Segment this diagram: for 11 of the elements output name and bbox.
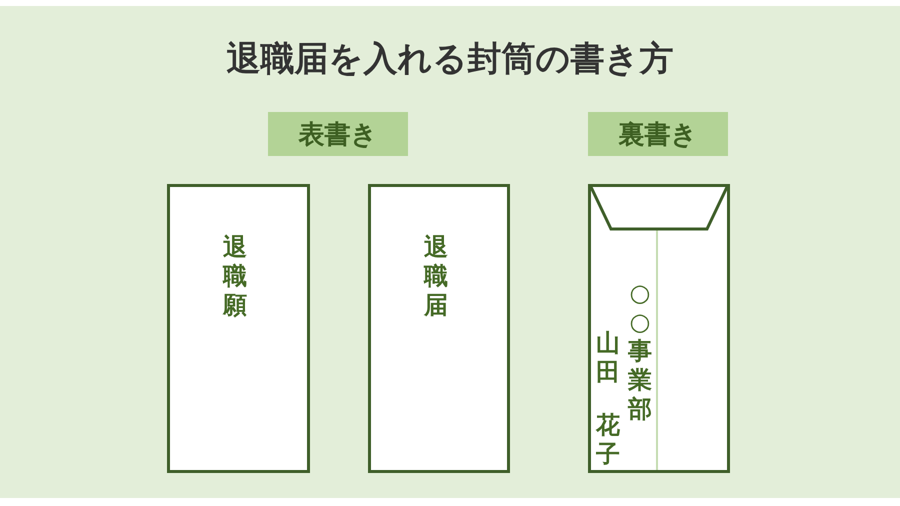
section-label: 表書き: [268, 112, 408, 156]
title: 退職届を入れる封筒の書き方: [226, 38, 674, 81]
section-label: 裏書き: [588, 112, 728, 156]
envelope-heading: 退職願: [222, 233, 248, 320]
department-name: ○○事業部: [627, 279, 653, 424]
envelope-front: [368, 184, 510, 473]
sender-surname: 山田: [595, 329, 621, 387]
sender-given-name: 花子: [595, 411, 621, 469]
envelope-front: [167, 184, 310, 473]
envelope-heading: 退職届: [423, 233, 449, 320]
envelope-back: [588, 184, 730, 473]
